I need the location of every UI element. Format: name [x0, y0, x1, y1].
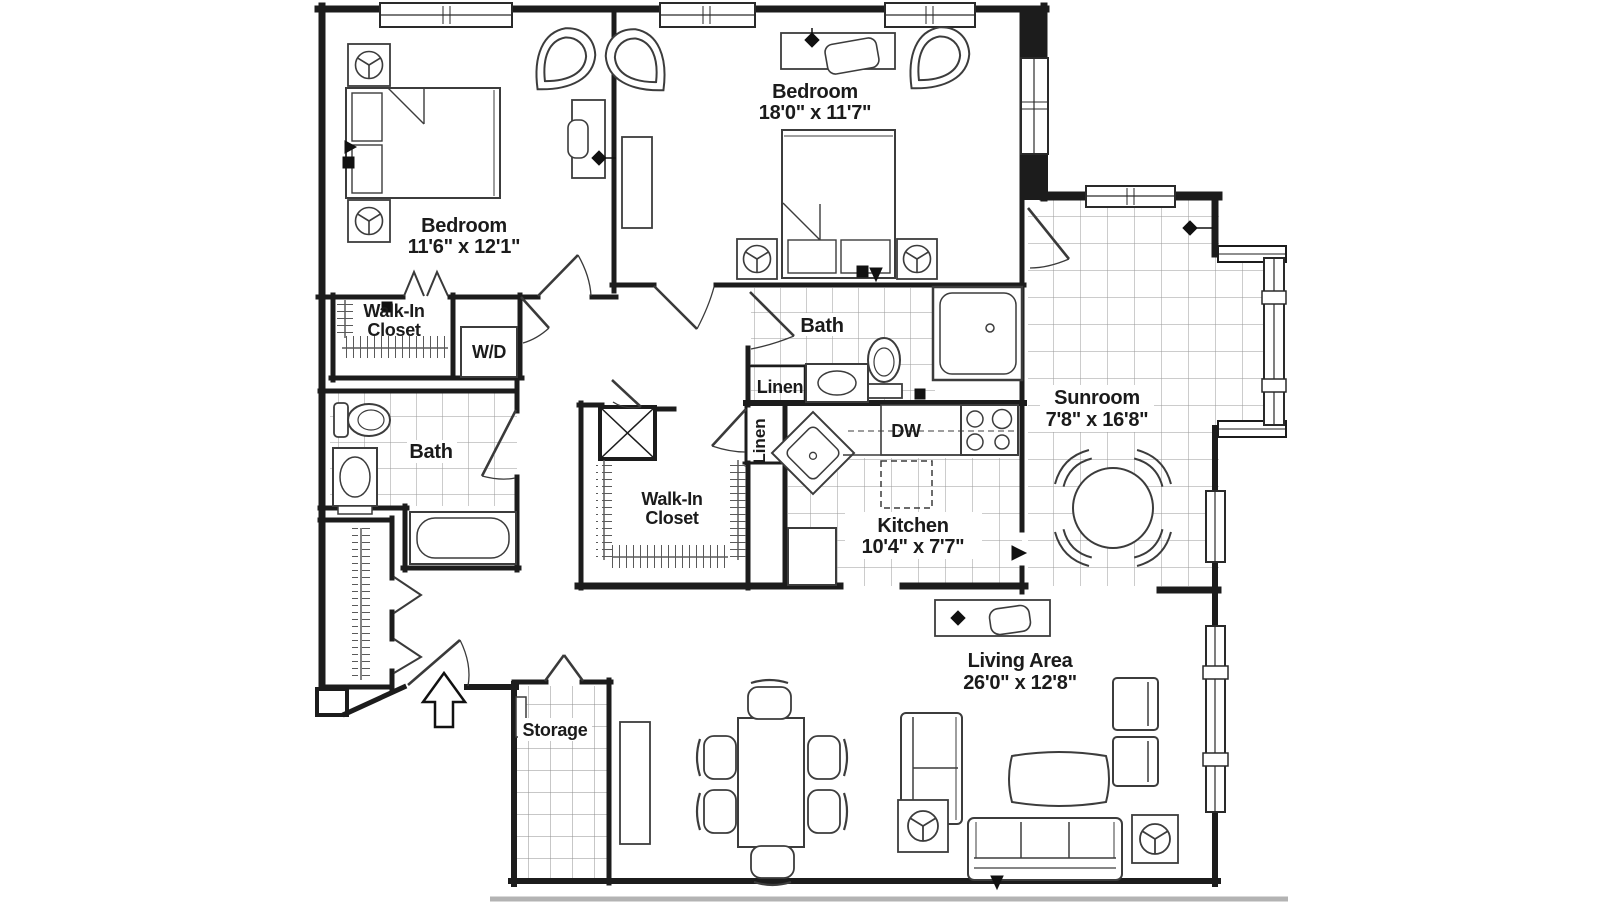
label-pill [845, 512, 982, 559]
sink-vanity-top [805, 363, 869, 403]
armchair [1112, 677, 1159, 731]
room-label-linen-top: Linen [757, 377, 804, 397]
room-label-kitchen: Kitchen [877, 515, 948, 537]
window-sunroom-right [1205, 490, 1226, 563]
room-dims-living-area: 26'0" x 12'8" [963, 672, 1077, 694]
fixtures [332, 285, 1024, 586]
corner-chair [593, 17, 685, 110]
closet-rods [337, 300, 746, 680]
bathtub [409, 511, 517, 565]
diamond-markers [591, 28, 1213, 626]
room-label-sunroom: Sunroom [1054, 387, 1140, 409]
end-table-lamp [897, 799, 949, 853]
window-top-3 [884, 2, 976, 28]
nightstand [347, 43, 391, 87]
label-pill [407, 440, 457, 463]
refrigerator [880, 460, 933, 509]
bedroom-right-door [653, 285, 715, 330]
windows [379, 2, 1287, 813]
window-bedroom-right-side [1020, 57, 1049, 155]
room-label-storage: Storage [523, 720, 588, 740]
room-dims-kitchen: 10'4" x 7'7" [862, 536, 965, 558]
dining-table [695, 678, 849, 887]
storage-double-door [543, 654, 585, 682]
desk-right [780, 32, 896, 75]
bedroom-left-door [537, 254, 592, 297]
window-top-1 [379, 2, 513, 28]
sunroom-door [1026, 207, 1071, 269]
bath-left-door [480, 409, 518, 480]
nightstand [896, 238, 938, 280]
bath-top-door [749, 291, 795, 350]
room-dims-bedroom-left: 11'6" x 12'1" [408, 236, 520, 258]
room-label-bedroom-right: Bedroom [772, 81, 858, 103]
doors [393, 207, 1071, 687]
room-label-washer-dryer: W/D [472, 342, 506, 362]
coffee-table [1008, 751, 1110, 807]
sofa [967, 817, 1123, 881]
kitchen-counter [787, 430, 1018, 586]
room-label-dishwasher: DW [891, 421, 921, 441]
dishwasher-box [880, 404, 962, 456]
window-bay [1261, 257, 1287, 426]
room-label-linen-center: Linen [750, 418, 769, 463]
window-sunroom-top [1085, 185, 1176, 208]
label-pill [796, 313, 848, 336]
room-label-bedroom-left: Bedroom [421, 215, 507, 237]
end-table-lamp [1131, 814, 1179, 864]
toilet-left [333, 402, 391, 438]
room-labels: Bedroom 11'6" x 12'1" Bedroom 18'0" x 11… [363, 81, 1154, 741]
armchair [1112, 736, 1159, 787]
kitchen-sink [770, 410, 856, 496]
nightstand [736, 238, 778, 280]
sideboard [619, 721, 651, 845]
window-living-right [1202, 625, 1229, 813]
toilet-top [865, 337, 903, 399]
dresser-right [621, 136, 653, 229]
washer-dryer-door [520, 296, 550, 344]
room-dims-bedroom-right: 18'0" x 11'7" [759, 102, 871, 124]
label-pill [518, 718, 592, 741]
stove [960, 404, 1019, 456]
bed-left [345, 87, 501, 199]
desk-left [567, 99, 606, 179]
markers [342, 28, 1213, 891]
sunroom-table [1049, 444, 1177, 572]
storage-floor [516, 686, 609, 882]
room-label-bath-left: Bath [409, 441, 452, 463]
bed-right [781, 129, 896, 279]
walk-in-closet-center-door [711, 408, 747, 453]
furniture [345, 15, 1179, 887]
room-label-walk-in-closet-left-1: Walk-In [363, 301, 424, 321]
room-label-bath-top: Bath [800, 315, 843, 337]
room-label-walk-in-closet-left-2: Closet [367, 320, 421, 340]
nightstand [347, 199, 391, 243]
pedestal-sink-left [332, 447, 378, 515]
room-label-walk-in-closet-center-1: Walk-In [641, 489, 702, 509]
corner-chair [890, 15, 982, 108]
outlet-markers [342, 140, 1028, 891]
room-dims-sunroom: 7'8" x 16'8" [1046, 409, 1149, 431]
room-label-walk-in-closet-center-2: Closet [645, 508, 699, 528]
window-top-2 [659, 2, 756, 28]
room-label-living-area: Living Area [968, 650, 1074, 672]
shower [931, 285, 1024, 382]
washer-dryer-unit [460, 326, 518, 378]
label-pill [1040, 385, 1154, 432]
foyer-door [611, 379, 642, 409]
entry-arrow [420, 670, 468, 729]
closet-bifold-doors [393, 269, 449, 674]
entry-door [407, 639, 470, 687]
corner-chair [516, 16, 608, 109]
